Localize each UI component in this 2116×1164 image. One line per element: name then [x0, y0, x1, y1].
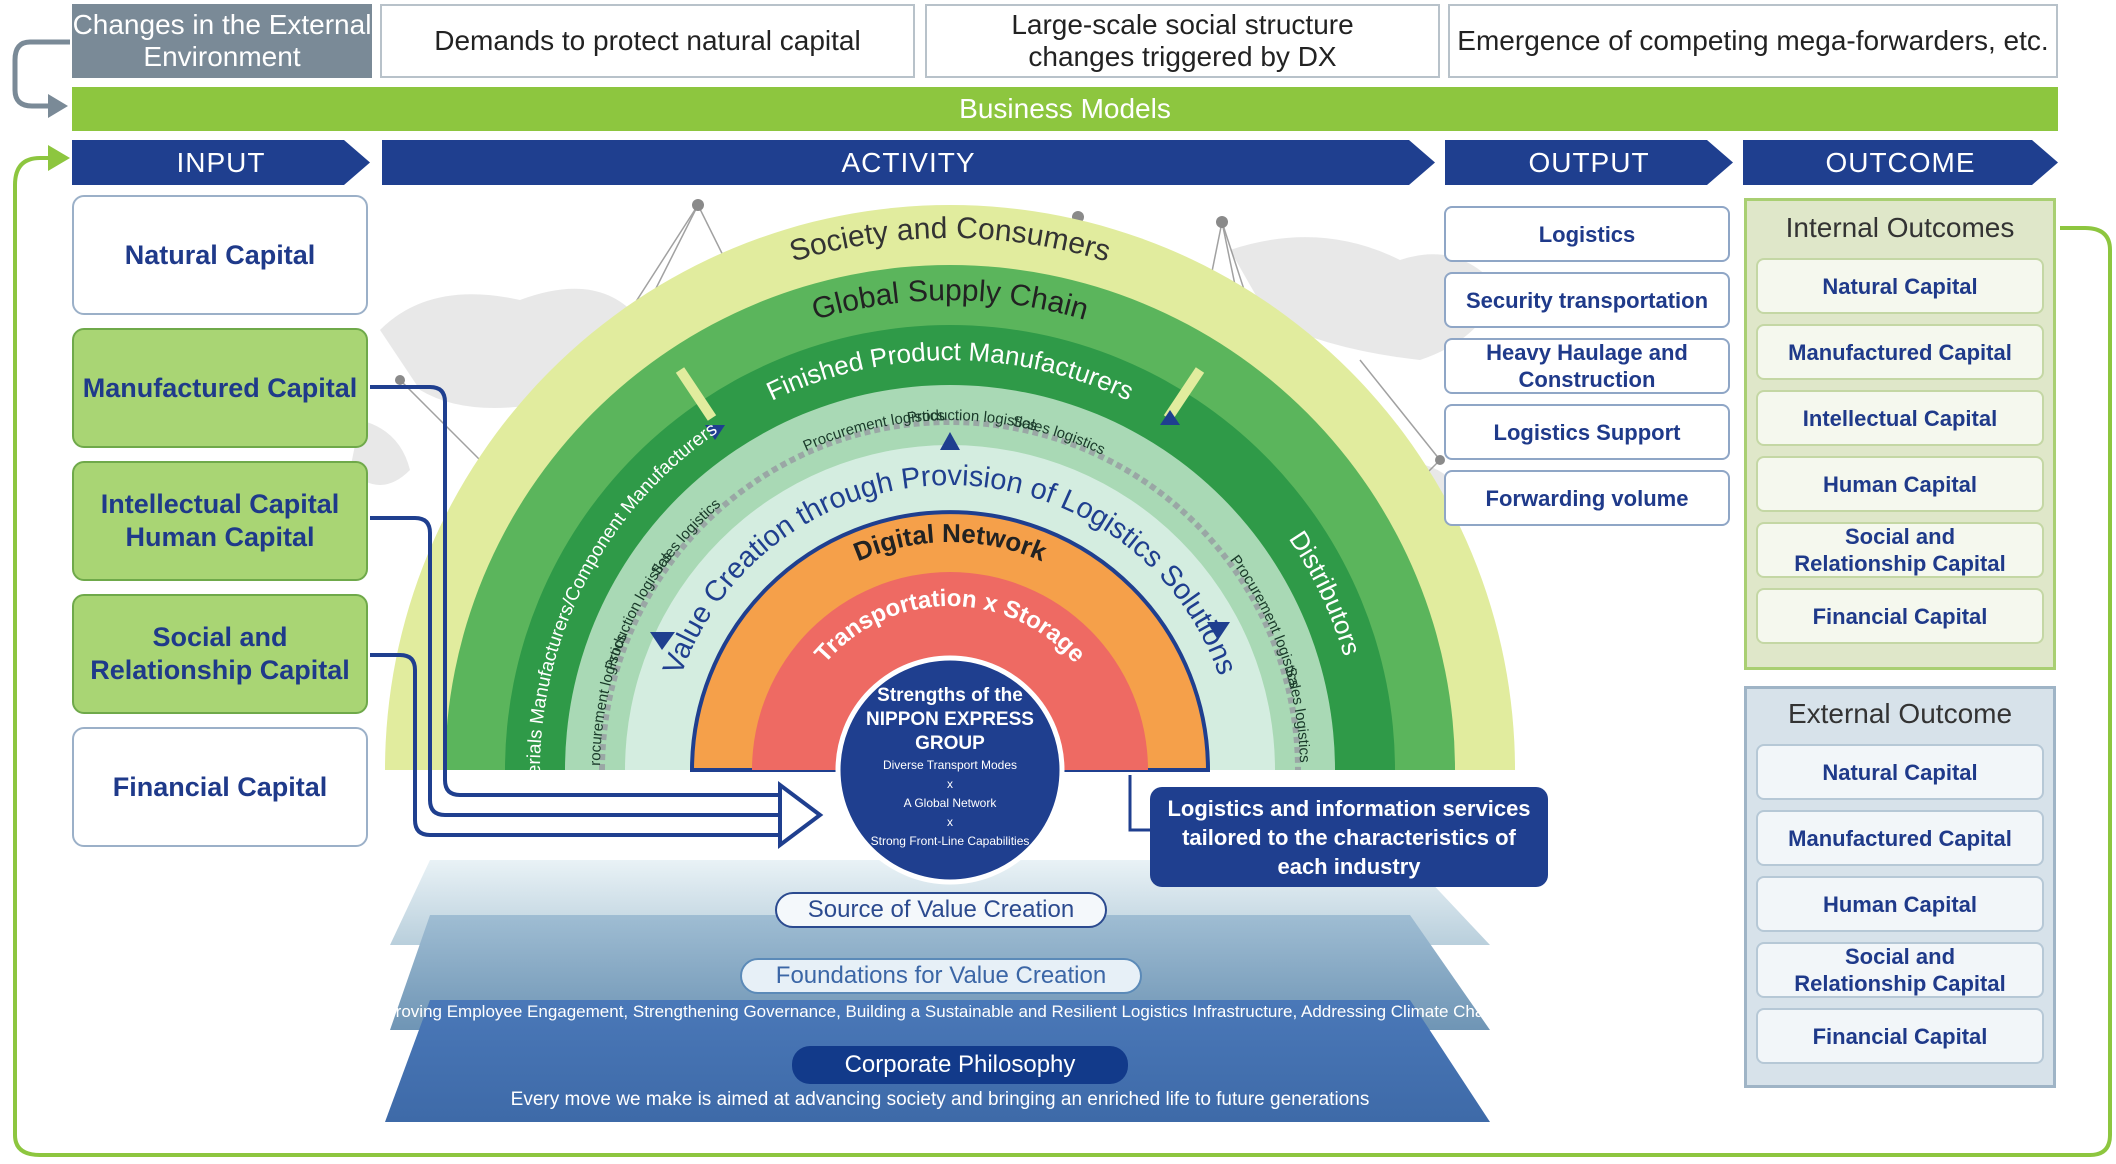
- input-intellectual-human-capital: Intellectual Capital Human Capital: [72, 461, 368, 581]
- internal-outcomes-title: Internal Outcomes: [1785, 212, 2015, 243]
- internal-outcome-item: Social and Relationship Capital: [1756, 522, 2044, 578]
- internal-outcome-item: Financial Capital: [1756, 588, 2044, 644]
- internal-outcome-item: Human Capital: [1756, 456, 2044, 512]
- internal-outcome-item: Intellectual Capital: [1756, 390, 2044, 446]
- external-outcome-item: Manufactured Capital: [1756, 810, 2044, 866]
- column-input-header: INPUT: [72, 140, 370, 185]
- feedback-arrow-head: [48, 145, 70, 171]
- external-outcome-item: Human Capital: [1756, 876, 2044, 932]
- corporate-philosophy-pill: Corporate Philosophy: [792, 1046, 1128, 1084]
- external-item-1: Demands to protect natural capital: [380, 4, 915, 78]
- output-heavy-haulage: Heavy Haulage and Construction: [1444, 338, 1730, 394]
- internal-outcome-item: Natural Capital: [1756, 258, 2044, 314]
- external-item-3: Emergence of competing mega-forwarders, …: [1448, 4, 2058, 78]
- foundations-pill: Foundations for Value Creation: [740, 958, 1142, 994]
- output-security-transportation: Security transportation: [1444, 272, 1730, 328]
- external-item-2: Large-scale social structure changes tri…: [925, 4, 1440, 78]
- output-forwarding-volume: Forwarding volume: [1444, 470, 1730, 526]
- output-logistics: Logistics: [1444, 206, 1730, 262]
- column-outcome-header: OUTCOME: [1743, 140, 2058, 185]
- industry-services-callout: Logistics and information services tailo…: [1150, 787, 1548, 887]
- external-outcome-title: External Outcome: [1787, 698, 2013, 729]
- input-flow-arrow: [778, 781, 824, 849]
- input-natural-capital: Natural Capital: [72, 195, 368, 315]
- core-circle: [835, 655, 1065, 885]
- external-outcome-item: Social and Relationship Capital: [1756, 942, 2044, 998]
- core-strengths-list: Diverse Transport Modes x A Global Netwo…: [870, 758, 1030, 848]
- input-financial-capital: Financial Capital: [72, 727, 368, 847]
- env-arrow-head: [48, 94, 68, 118]
- feedback-loop-line: [13, 156, 2112, 1157]
- core-title: Strengths of the NIPPON EXPRESS GROUP: [866, 685, 1034, 754]
- input-manufactured-capital: Manufactured Capital: [72, 328, 368, 448]
- business-models-bar: Business Models: [72, 87, 2058, 131]
- output-logistics-support: Logistics Support: [1444, 404, 1730, 460]
- input-social-relationship-capital: Social and Relationship Capital: [72, 594, 368, 714]
- chain-ring: [599, 419, 1301, 771]
- external-outcome-item: Natural Capital: [1756, 744, 2044, 800]
- foundations-text: Improving Employee Engagement, Strengthe…: [367, 1002, 1513, 1021]
- corporate-philosophy-text: Every move we make is aimed at advancing…: [510, 1089, 1370, 1110]
- internal-outcome-item: Manufactured Capital: [1756, 324, 2044, 380]
- source-value-creation-pill: Source of Value Creation: [775, 892, 1107, 928]
- column-output-header: OUTPUT: [1445, 140, 1733, 185]
- column-activity-header: ACTIVITY: [382, 140, 1435, 185]
- external-env-label: Changes in the External Environment: [72, 4, 372, 78]
- external-outcome-item: Financial Capital: [1756, 1008, 2044, 1064]
